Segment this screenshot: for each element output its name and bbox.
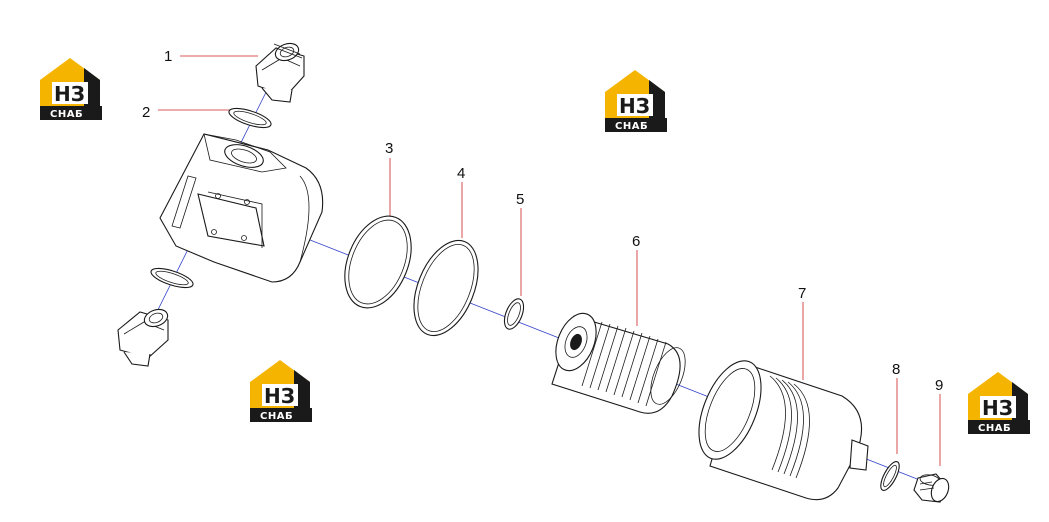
callout-1: 1 [164, 48, 172, 65]
watermark-logo-2: НЗ СНАБ [605, 70, 667, 132]
callout-8: 8 [892, 361, 900, 378]
callout-3: 3 [385, 140, 393, 157]
watermark-logo-1: НЗ СНАБ [40, 58, 102, 120]
part-1-upper-fitting [255, 42, 305, 103]
callout-6: 6 [632, 233, 640, 250]
watermark-top-text: НЗ [982, 396, 1013, 420]
callout-5: 5 [516, 191, 524, 208]
watermark-top-text: НЗ [264, 384, 295, 408]
watermark-logo-3: НЗ СНАБ [250, 360, 312, 422]
watermark-logo-4: НЗ СНАБ [968, 372, 1030, 434]
watermark-bottom-text: СНАБ [260, 411, 293, 422]
part-6-filter-element [551, 312, 686, 414]
watermark-bottom-text: СНАБ [50, 109, 83, 120]
part-2-upper-oring [228, 107, 272, 129]
watermark-top-text: НЗ [54, 82, 85, 106]
filter-head-body [159, 133, 324, 283]
part-8-drain-oring [880, 461, 900, 491]
leader-lines [158, 55, 941, 466]
callout-7: 7 [798, 285, 806, 302]
part-5-small-oring [503, 298, 525, 330]
callout-2: 2 [142, 104, 150, 121]
part-1-lower-fitting [117, 308, 169, 367]
callout-9: 9 [935, 377, 943, 394]
part-3-seal-ring [344, 215, 412, 309]
watermark-top-text: НЗ [619, 94, 650, 118]
watermark-bottom-text: СНАБ [615, 121, 648, 132]
part-9-drain-plug [913, 473, 950, 503]
part-7-filter-bowl [698, 360, 869, 501]
callout-4: 4 [457, 165, 465, 182]
part-4-oring [413, 239, 479, 337]
watermark-bottom-text: СНАБ [978, 423, 1011, 434]
part-2-lower-oring [150, 267, 194, 289]
